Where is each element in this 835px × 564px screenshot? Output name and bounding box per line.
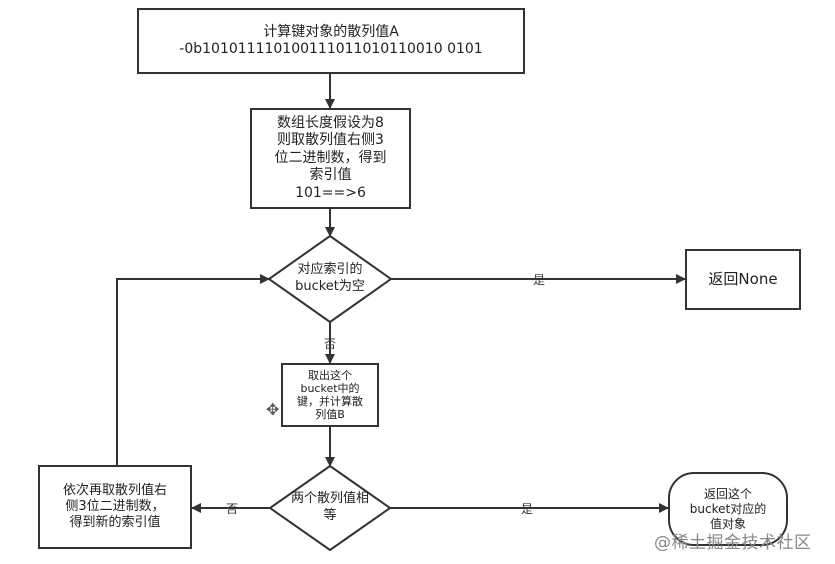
return-value-line-2: bucket对应的 <box>689 501 767 516</box>
compute-hash-box: 计算键对象的散列值A -0b10101111010011101101011001… <box>137 8 525 74</box>
edge-label-no-retry: 否 <box>226 502 239 516</box>
index-calc-line-4: 索引值 <box>309 167 352 184</box>
take-key-line-1: 取出这个 <box>308 368 352 382</box>
hash-equal-text: 两个散列值相 等 <box>280 487 380 529</box>
retry-line-1: 依次再取散列值右 <box>62 482 167 498</box>
edge-label-no-take: 否 <box>324 337 337 351</box>
arrow-retry-loop <box>116 274 270 465</box>
hash-equal-diamond <box>268 464 392 552</box>
return-none-label: 返回None <box>708 270 778 289</box>
retry-line-2: 侧3位二进制数， <box>65 498 165 514</box>
bucket-empty-line-2: bucket为空 <box>295 279 365 294</box>
watermark: @稀土掘金技术社区 <box>654 533 812 553</box>
return-none-box: 返回None <box>685 249 801 310</box>
take-key-line-4: 列值B <box>315 408 345 422</box>
index-calc-line-2: 则取散列值右侧3 <box>277 132 384 149</box>
bucket-empty-line-1: 对应索引的 <box>297 262 363 278</box>
take-key-line-2: bucket中的 <box>300 381 360 395</box>
take-key-line-3: 键，并计算散 <box>297 395 363 408</box>
retry-line-3: 得到新的索引值 <box>69 515 161 531</box>
return-value-line-3: 值对象 <box>709 516 746 531</box>
return-value-line-1: 返回这个 <box>703 486 752 501</box>
edge-label-yes-return: 是 <box>521 502 534 516</box>
index-calc-box: 数组长度假设为8 则取散列值右侧3 位二进制数，得到 索引值 101==>6 <box>250 108 411 209</box>
compute-hash-line-2: -0b101011110100111011010110010 0101 <box>179 41 483 57</box>
cursor-icon: ✥ <box>266 400 279 419</box>
hash-equal-line-1: 两个散列值相 <box>290 491 369 507</box>
index-calc-line-5: 101==>6 <box>295 184 366 201</box>
edge-label-yes-none: 是 <box>533 273 546 287</box>
return-value-box: 返回这个 bucket对应的 值对象 <box>668 472 788 546</box>
compute-hash-line-1: 计算键对象的散列值A <box>263 23 399 40</box>
hash-equal-line-2: 等 <box>323 508 337 523</box>
bucket-empty-text: 对应索引的 bucket为空 <box>280 258 380 300</box>
retry-box: 依次再取散列值右 侧3位二进制数， 得到新的索引值 <box>38 465 192 549</box>
index-calc-line-3: 位二进制数，得到 <box>274 149 387 166</box>
index-calc-line-1: 数组长度假设为8 <box>277 114 384 131</box>
take-key-box: 取出这个 bucket中的 键，并计算散 列值B <box>281 363 379 427</box>
